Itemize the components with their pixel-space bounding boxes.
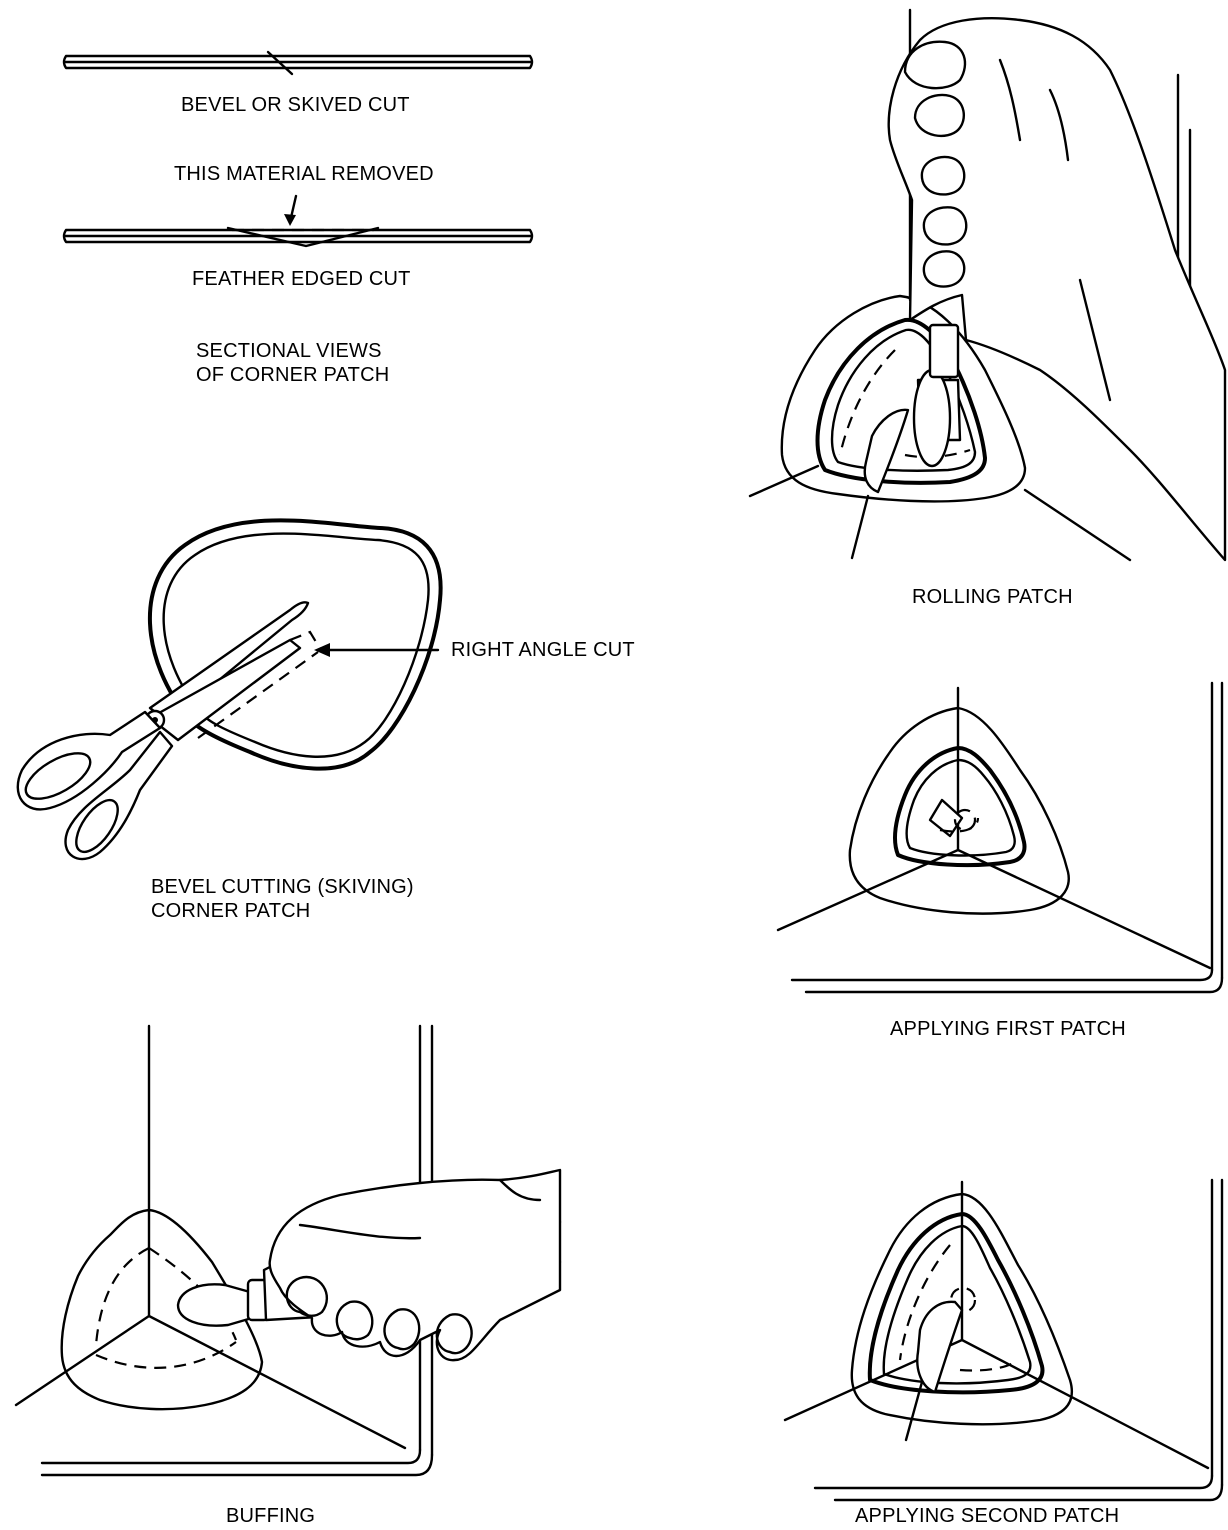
material-removed-label: THIS MATERIAL REMOVED <box>174 161 434 187</box>
sectional-views-label-line2: OF CORNER PATCH <box>196 362 389 388</box>
bevel-cutting-label-line1: BEVEL CUTTING (SKIVING) <box>151 874 414 900</box>
bevel-cutting-figure <box>18 520 441 859</box>
second-patch-figure <box>785 1180 1222 1500</box>
bevel-cut-label: BEVEL OR SKIVED CUT <box>181 92 410 118</box>
right-angle-cut-label: RIGHT ANGLE CUT <box>451 637 635 663</box>
buffing-label: BUFFING <box>226 1503 315 1529</box>
rolling-patch-label: ROLLING PATCH <box>912 584 1073 610</box>
buffing-figure <box>16 1026 560 1475</box>
first-patch-label: APPLYING FIRST PATCH <box>890 1016 1126 1042</box>
first-patch-figure <box>778 683 1222 992</box>
rolling-patch-figure <box>750 10 1225 560</box>
second-patch-label: APPLYING SECOND PATCH <box>855 1503 1119 1529</box>
sectional-views-label-line1: SECTIONAL VIEWS <box>196 338 382 364</box>
bevel-cutting-label-line2: CORNER PATCH <box>151 898 310 924</box>
bevel-cut-section <box>64 52 532 74</box>
feather-cut-section <box>64 196 532 246</box>
feather-cut-label: FEATHER EDGED CUT <box>192 266 411 292</box>
